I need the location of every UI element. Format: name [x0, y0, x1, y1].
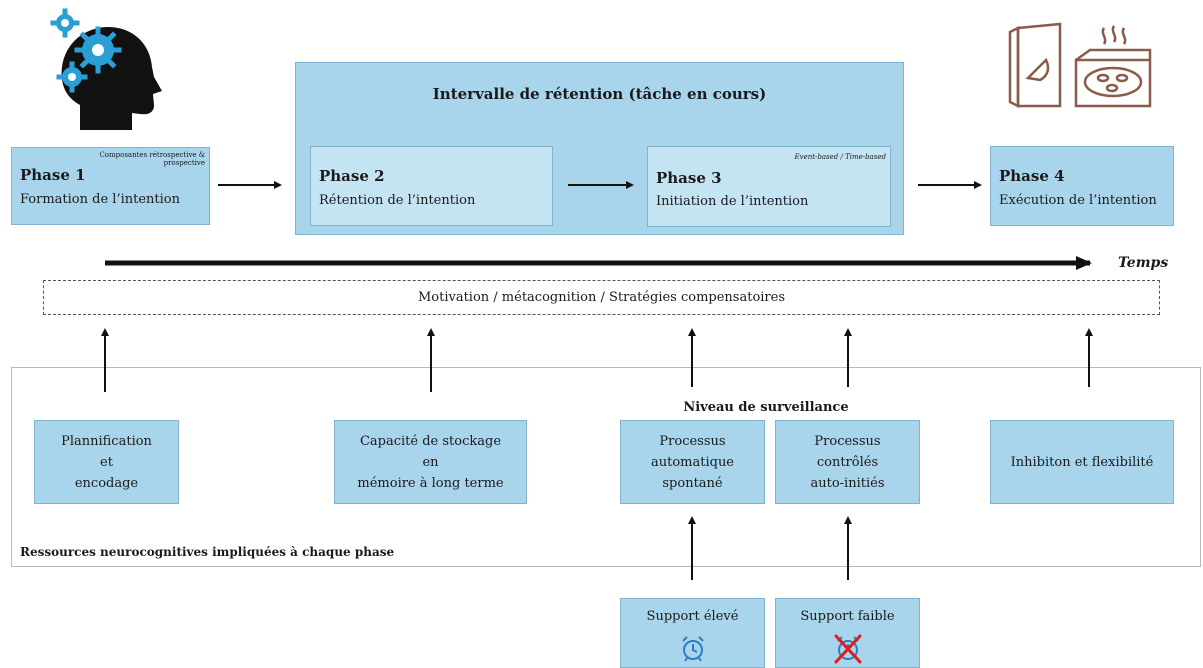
resources-panel: Ressources neurocognitives impliquées à … [11, 367, 1201, 567]
high-support-label: Support élevé [646, 609, 739, 624]
storage-line-3: mémoire à long terme [357, 475, 504, 491]
storage-line-1: Capacité de stockage [359, 433, 502, 449]
phase-3-note: Event-based / Time-based [794, 153, 887, 161]
storage-box: Capacité de stockage en mémoire à long ter… [334, 420, 527, 504]
phase-1-title: Phase 1 [20, 166, 86, 184]
phase-3-box: Event-based / Time-based Phase 3 Initiat… [647, 146, 891, 227]
alarm-clock-icon [682, 636, 704, 662]
automatic-process-box: Processus automatique spontané [620, 420, 765, 504]
automatic-line-2: automatique [650, 454, 735, 470]
automatic-line-1: Processus [659, 433, 726, 449]
monitoring-title: Niveau de surveillance [683, 400, 849, 415]
resources-caption: Ressources neurocognitives impliquées à … [20, 545, 395, 559]
motivation-label: Motivation / métacognition / Stratégies … [417, 290, 786, 305]
low-support-box: Support faible [775, 598, 920, 668]
low-support-label: Support faible [800, 609, 895, 624]
phase-1-subtitle: Formation de l’intention [20, 192, 180, 207]
high-support-box: Support élevé [620, 598, 765, 668]
phase-2-subtitle: Rétention de l’intention [319, 193, 476, 208]
inhibition-box: Inhibiton et flexibilité [990, 420, 1174, 504]
controlled-line-2: contrôlés [816, 454, 879, 470]
crossed-alarm-clock-icon [834, 634, 862, 664]
planning-box: Plannification et encodage [34, 420, 179, 504]
planning-line-3: encodage [74, 475, 139, 491]
head-gears-icon [50, 8, 162, 130]
time-label: Temps [1118, 255, 1169, 271]
menu-pizza-icon [1008, 22, 1152, 109]
planning-line-2: et [100, 454, 113, 470]
phase-3-subtitle: Initiation de l’intention [656, 194, 809, 209]
controlled-process-box: Processus contrôlés auto-initiés [775, 420, 920, 504]
controlled-line-1: Processus [814, 433, 881, 449]
retention-interval-title: Intervalle de rétention (tâche en cours) [432, 85, 767, 103]
phase-4-subtitle: Exécution de l’intention [999, 193, 1157, 208]
phase-4-box: Phase 4 Exécution de l’intention [990, 146, 1174, 226]
phase-2-box: Phase 2 Rétention de l’intention [310, 146, 553, 226]
phase-2-title: Phase 2 [319, 167, 385, 185]
motivation-box: Motivation / métacognition / Stratégies … [43, 280, 1160, 315]
automatic-line-3: spontané [662, 475, 723, 491]
phase-3-title: Phase 3 [656, 169, 722, 187]
phase-1-note: Composantes rétrospective & prospective [99, 151, 205, 167]
phase-4-title: Phase 4 [999, 167, 1065, 185]
storage-line-2: en [422, 454, 439, 470]
inhibition-line-1: Inhibiton et flexibilité [1010, 454, 1154, 470]
planning-line-1: Plannification [61, 433, 152, 449]
controlled-line-3: auto-initiés [810, 475, 885, 491]
phase-1-box: Composantes rétrospective & prospective … [11, 147, 210, 225]
